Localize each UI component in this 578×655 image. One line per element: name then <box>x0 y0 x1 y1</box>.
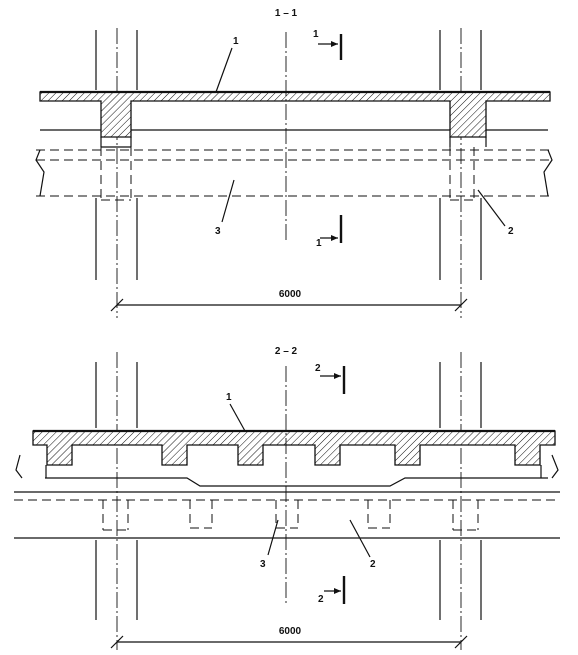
floor-slab <box>39 91 551 138</box>
left-column <box>95 352 138 650</box>
cut-mark-label: 2 <box>315 363 321 374</box>
right-column <box>439 28 482 318</box>
callout-1: 1 <box>233 36 239 47</box>
right-column <box>439 352 482 650</box>
dimension-value: 6000 <box>279 289 302 300</box>
hidden-beam <box>35 147 553 201</box>
hidden-ribs <box>14 499 560 539</box>
cut-mark-top: 2 <box>315 363 346 394</box>
section-2-2: 2 – 2 <box>14 346 560 650</box>
cut-mark-label: 1 <box>316 238 322 249</box>
callout-1: 1 <box>226 392 232 403</box>
callout-3: 3 <box>215 226 221 237</box>
cut-mark-label: 2 <box>318 594 324 605</box>
callout-2: 2 <box>508 226 514 237</box>
section-title: 1 – 1 <box>275 8 298 19</box>
left-column <box>95 28 138 318</box>
cut-mark-label: 1 <box>313 29 319 40</box>
section-1-1: 1 – 1 <box>35 8 553 318</box>
dimension-line: 6000 <box>110 289 468 312</box>
callouts: 1 2 3 <box>226 392 376 570</box>
ribbed-slab <box>32 430 556 466</box>
callout-2: 2 <box>370 559 376 570</box>
dimension-value: 6000 <box>279 626 302 637</box>
section-title: 2 – 2 <box>275 346 298 357</box>
cut-mark-bottom: 2 <box>318 576 346 605</box>
cut-mark-bottom: 1 <box>316 215 343 249</box>
cut-mark-top: 1 <box>313 29 343 60</box>
callout-3: 3 <box>260 559 266 570</box>
dimension-line: 6000 <box>110 626 468 649</box>
callouts: 1 2 3 <box>215 36 514 237</box>
